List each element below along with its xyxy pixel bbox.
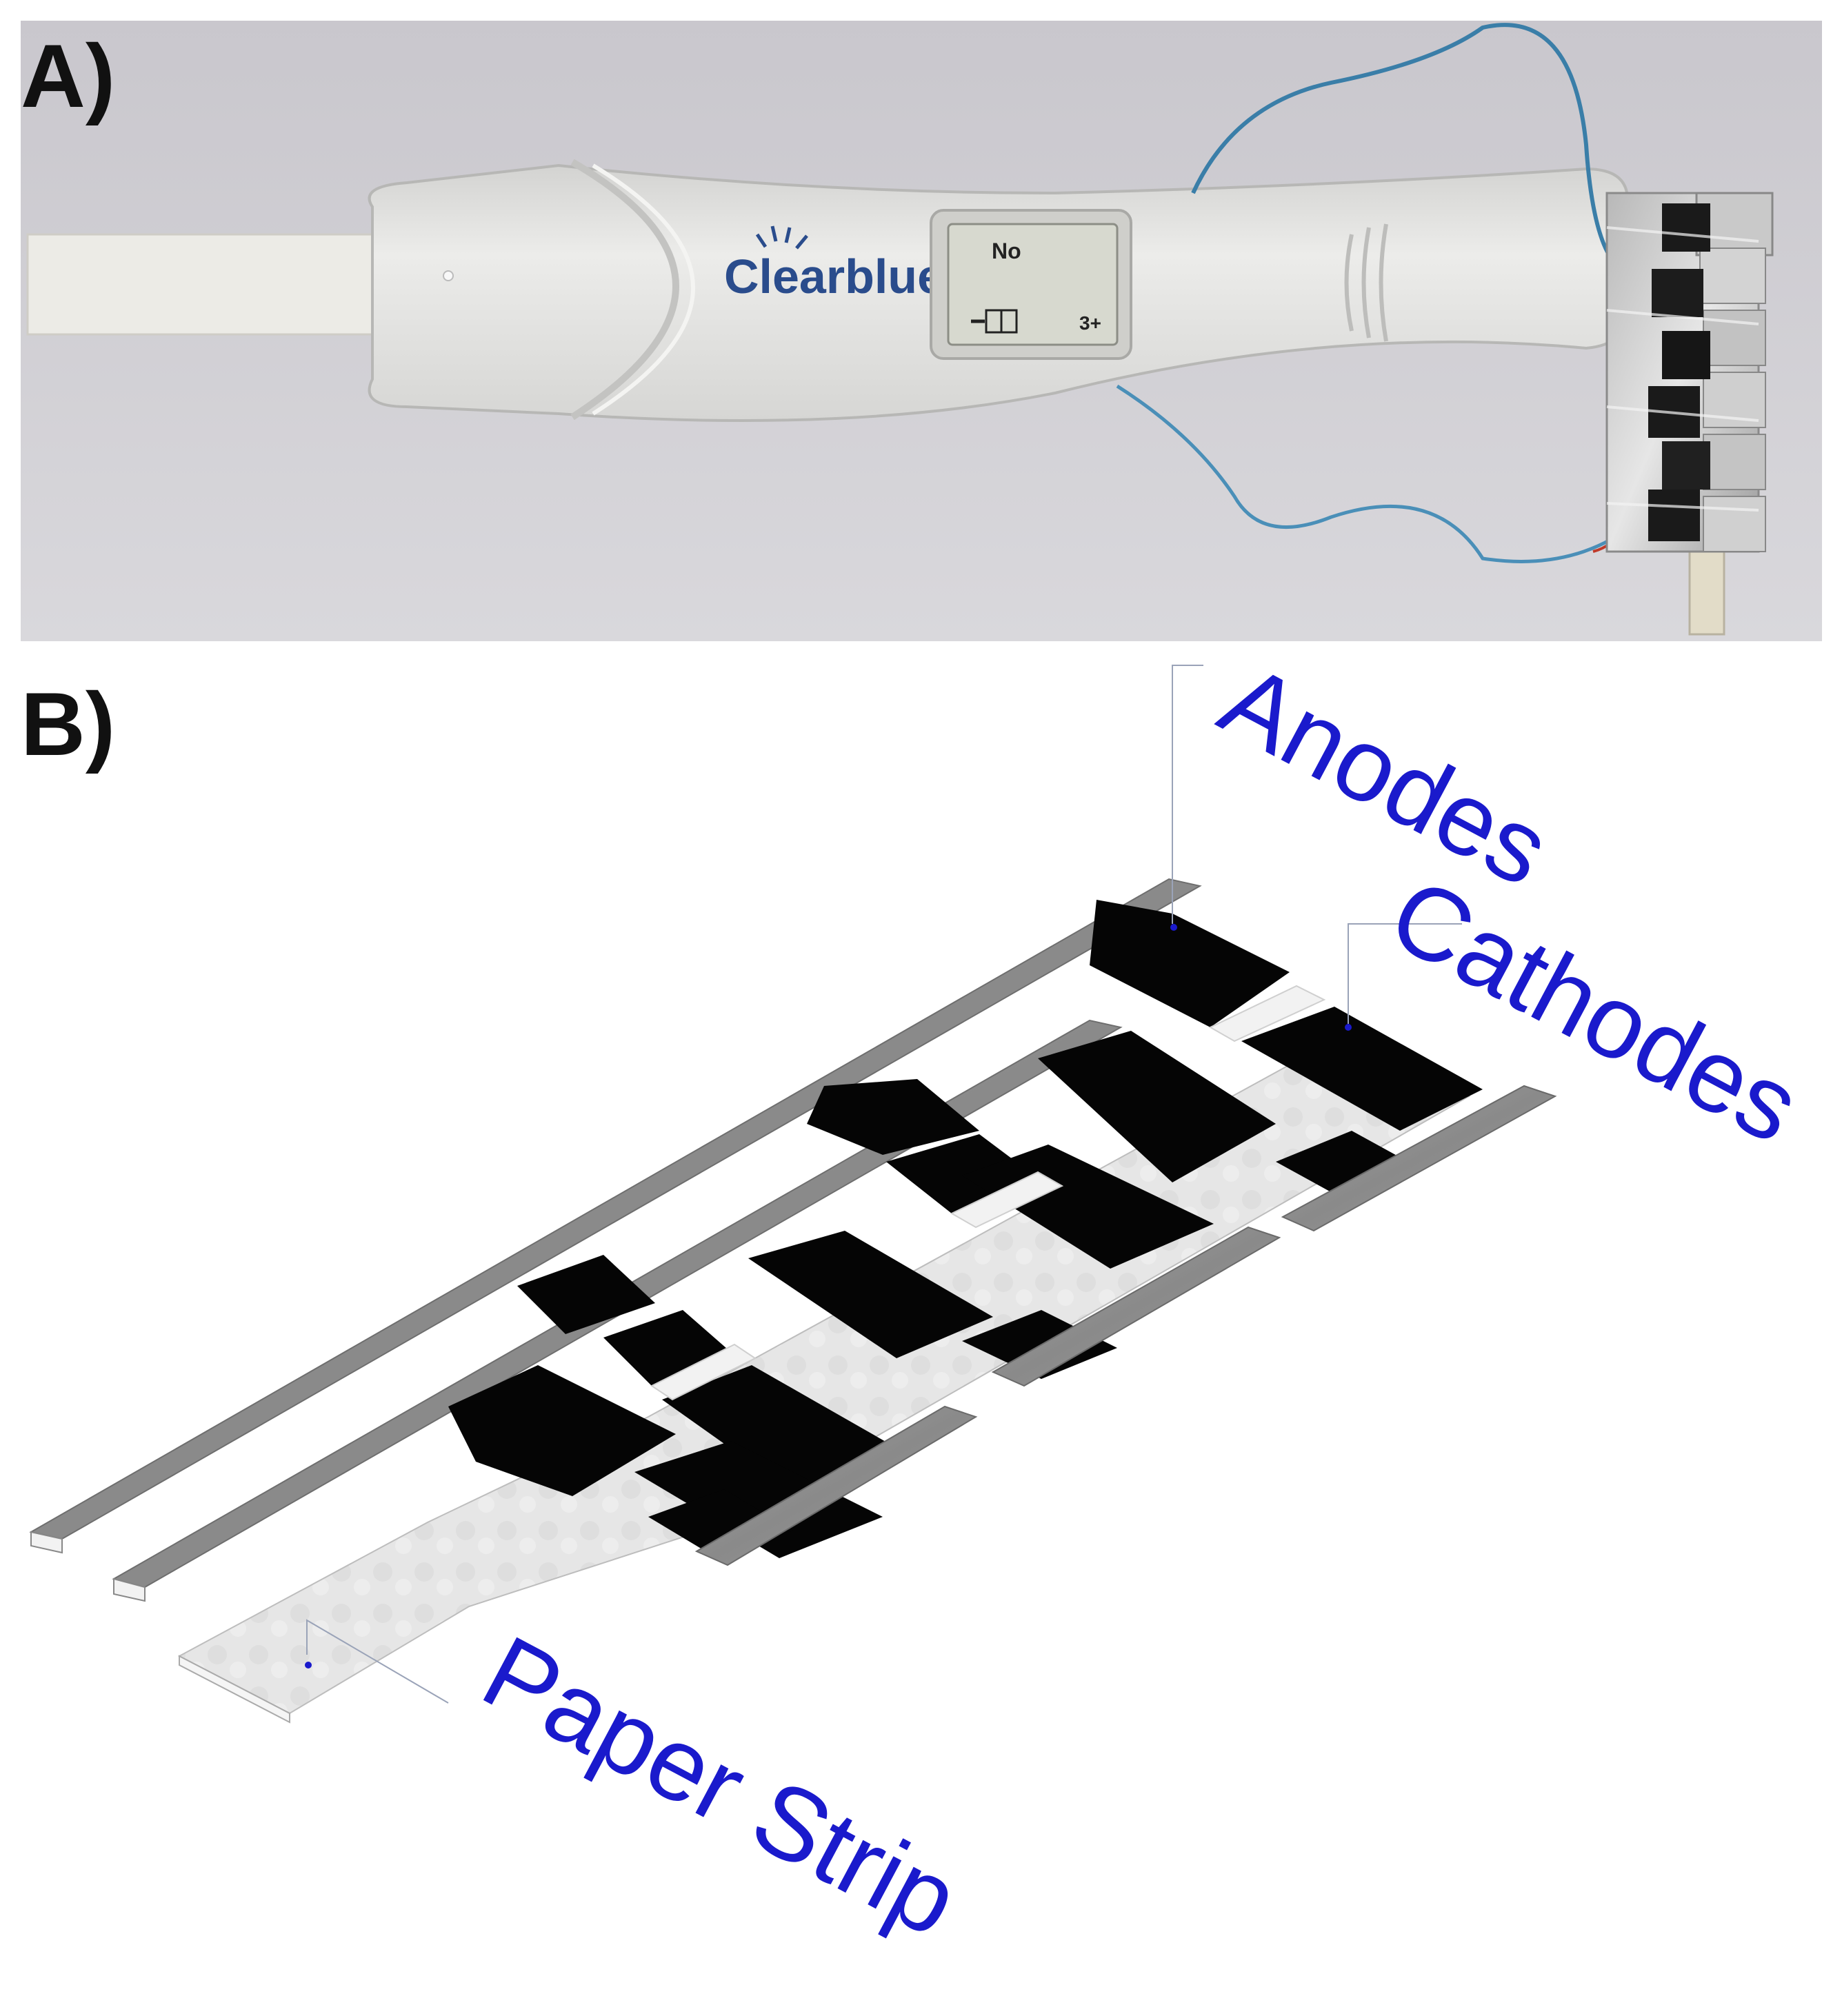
cathode-electrodes <box>634 1007 1483 1558</box>
paper-bridges <box>650 985 1326 1401</box>
callout-cathodes: Cathodes <box>1372 855 1818 1165</box>
callout-anodes: Anodes <box>1203 648 1568 908</box>
anode-marker <box>1170 924 1177 931</box>
paper-battery-stack <box>1605 192 1774 636</box>
absorbent-wick <box>26 233 374 336</box>
lcd-display-screen <box>947 223 1119 346</box>
paper-strip <box>177 1029 1471 1724</box>
paper-strip-marker <box>305 1662 312 1669</box>
anode-current-collector <box>29 878 1202 1554</box>
device-cap-seam <box>570 159 679 421</box>
blue-wire-top <box>1191 23 1622 271</box>
panel-label-b: B) <box>21 674 116 774</box>
callout-paper-strip: Paper Strip <box>465 1613 977 1959</box>
blue-wire-bottom <box>1116 384 1636 563</box>
callout-leader-lines <box>306 665 1462 1704</box>
brand-sun-icon <box>755 225 808 250</box>
device-grip-ridges <box>1344 223 1388 342</box>
photo-panel-a: Clearblue No 3+ <box>21 21 1822 641</box>
lcd-result-text: No <box>992 239 1021 263</box>
cathode-tabs <box>694 1085 1557 1566</box>
lcd-weeks-text: 3+ <box>1079 312 1101 334</box>
lcd-book-icon <box>971 309 1018 334</box>
cathode-marker <box>1345 1024 1352 1031</box>
device-dot <box>443 270 454 281</box>
brand-logo-text: Clearblue <box>724 250 944 303</box>
panel-label-a: A) <box>21 26 116 126</box>
exploded-diagram-panel-b: Anodes Cathodes Paper Strip <box>29 648 1818 1959</box>
